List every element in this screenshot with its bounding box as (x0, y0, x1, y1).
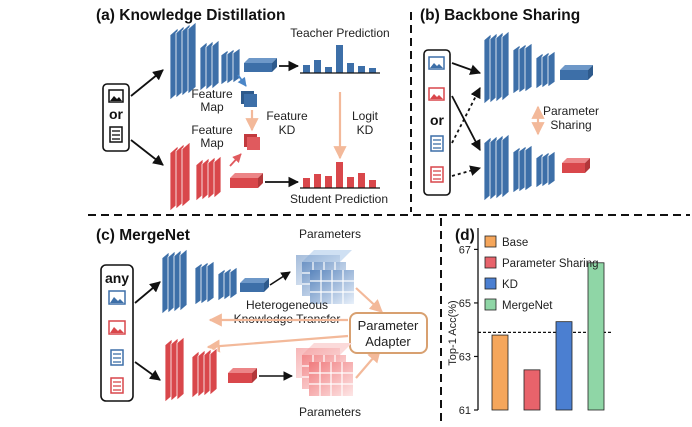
arrow-c-bottom (134, 361, 161, 381)
logit-kd-label-2: KD (357, 123, 374, 137)
document-icon-red-c (110, 377, 124, 394)
or-label-a: or (109, 106, 124, 122)
legend-swatch (484, 298, 497, 311)
panel-a: (a) Knowledge Distillation or (96, 7, 390, 212)
parameters-bottom-label: Parameters (299, 405, 361, 419)
arrow-to-student (130, 139, 164, 166)
mergenet-network-top (161, 248, 269, 315)
document-icon-blue (430, 135, 444, 152)
image-icon (108, 89, 124, 103)
input-box-b (423, 49, 451, 196)
arrow-b-4 (451, 165, 482, 177)
arrow-adapter-to-bottom (206, 334, 349, 353)
teacher-feature-map (241, 91, 257, 107)
feature-map-label-top-1: Feature (191, 87, 233, 101)
panel-b: (b) Backbone Sharing or (420, 7, 599, 202)
student-feature-map (244, 134, 260, 150)
teacher-prediction-label: Teacher Prediction (290, 26, 389, 40)
legend-label: MergeNet (502, 300, 553, 312)
arrow-to-params-top (269, 271, 291, 286)
adapter-label-1: Parameter (358, 318, 419, 333)
arrow-to-teacher (130, 69, 164, 97)
legend-label: Parameter Sharing (502, 258, 599, 270)
arrow-student-feature (229, 153, 242, 167)
transfer-label-1: Heterogeneous (246, 298, 328, 312)
parameter-sharing-label-2: Sharing (550, 118, 591, 132)
legend-swatch (484, 235, 497, 248)
document-icon (109, 126, 123, 143)
teacher-prediction-bars (300, 45, 380, 74)
panel-d-title: (d) (455, 227, 475, 244)
shared-network-bottom (483, 133, 590, 202)
legend-label: KD (502, 279, 518, 291)
legend-label: Base (502, 237, 528, 249)
arrow-params-to-adapter-top (355, 287, 383, 313)
y-tick-label: 63 (459, 351, 471, 363)
arrow-b-1 (451, 62, 482, 75)
any-label: any (105, 270, 129, 286)
image-icon-blue (428, 56, 445, 70)
panel-a-title: (a) Knowledge Distillation (96, 7, 285, 24)
image-icon-blue-c (108, 290, 126, 305)
teacher-network (169, 21, 277, 101)
feature-map-label-bottom-2: Map (200, 136, 224, 150)
student-network (169, 141, 263, 212)
image-icon-red-c (108, 320, 126, 335)
y-tick-label: 61 (459, 405, 471, 417)
bar-parameter-sharing (523, 369, 541, 411)
y-axis-label: Top-1 Acc(%) (447, 300, 459, 365)
parameters-top-label: Parameters (299, 227, 361, 241)
arrow-c-top (134, 281, 161, 304)
legend-swatch (484, 256, 497, 269)
feature-map-label-top-2: Map (200, 100, 224, 114)
arrow-teacher-feature (237, 74, 247, 87)
feature-kd-label-2: KD (279, 123, 296, 137)
student-prediction-bars (300, 162, 380, 189)
legend-swatch (484, 277, 497, 290)
image-icon-red (428, 87, 445, 101)
parameter-grid-bottom (296, 343, 353, 396)
bar-base (491, 334, 509, 411)
bar-kd (555, 321, 573, 411)
y-tick-label: 67 (459, 244, 471, 256)
parameter-sharing-label-1: Parameter (543, 104, 599, 118)
arrow-b-2 (451, 95, 481, 151)
panel-b-title: (b) Backbone Sharing (420, 7, 580, 24)
arrow-b-3 (451, 87, 481, 144)
student-prediction-label: Student Prediction (290, 192, 388, 206)
arrow-params-to-adapter-bottom (355, 348, 381, 379)
panel-c-title: (c) MergeNet (96, 227, 190, 244)
parameter-adapter-box (349, 312, 428, 354)
bar-mergenet (587, 262, 605, 411)
document-icon-blue-c (110, 349, 124, 366)
document-icon-red (430, 166, 444, 183)
logit-kd-label-1: Logit (352, 109, 379, 123)
mergenet-network-bottom (164, 336, 257, 403)
adapter-label-2: Adapter (365, 334, 411, 349)
or-label-b: or (430, 112, 445, 128)
parameter-grid-top (296, 250, 354, 304)
y-tick-label: 65 (459, 298, 471, 310)
shared-network-top (483, 30, 593, 105)
panel-c: (c) MergeNet any (96, 227, 428, 419)
feature-map-label-bottom-1: Feature (191, 123, 233, 137)
feature-kd-label-1: Feature (266, 109, 308, 123)
